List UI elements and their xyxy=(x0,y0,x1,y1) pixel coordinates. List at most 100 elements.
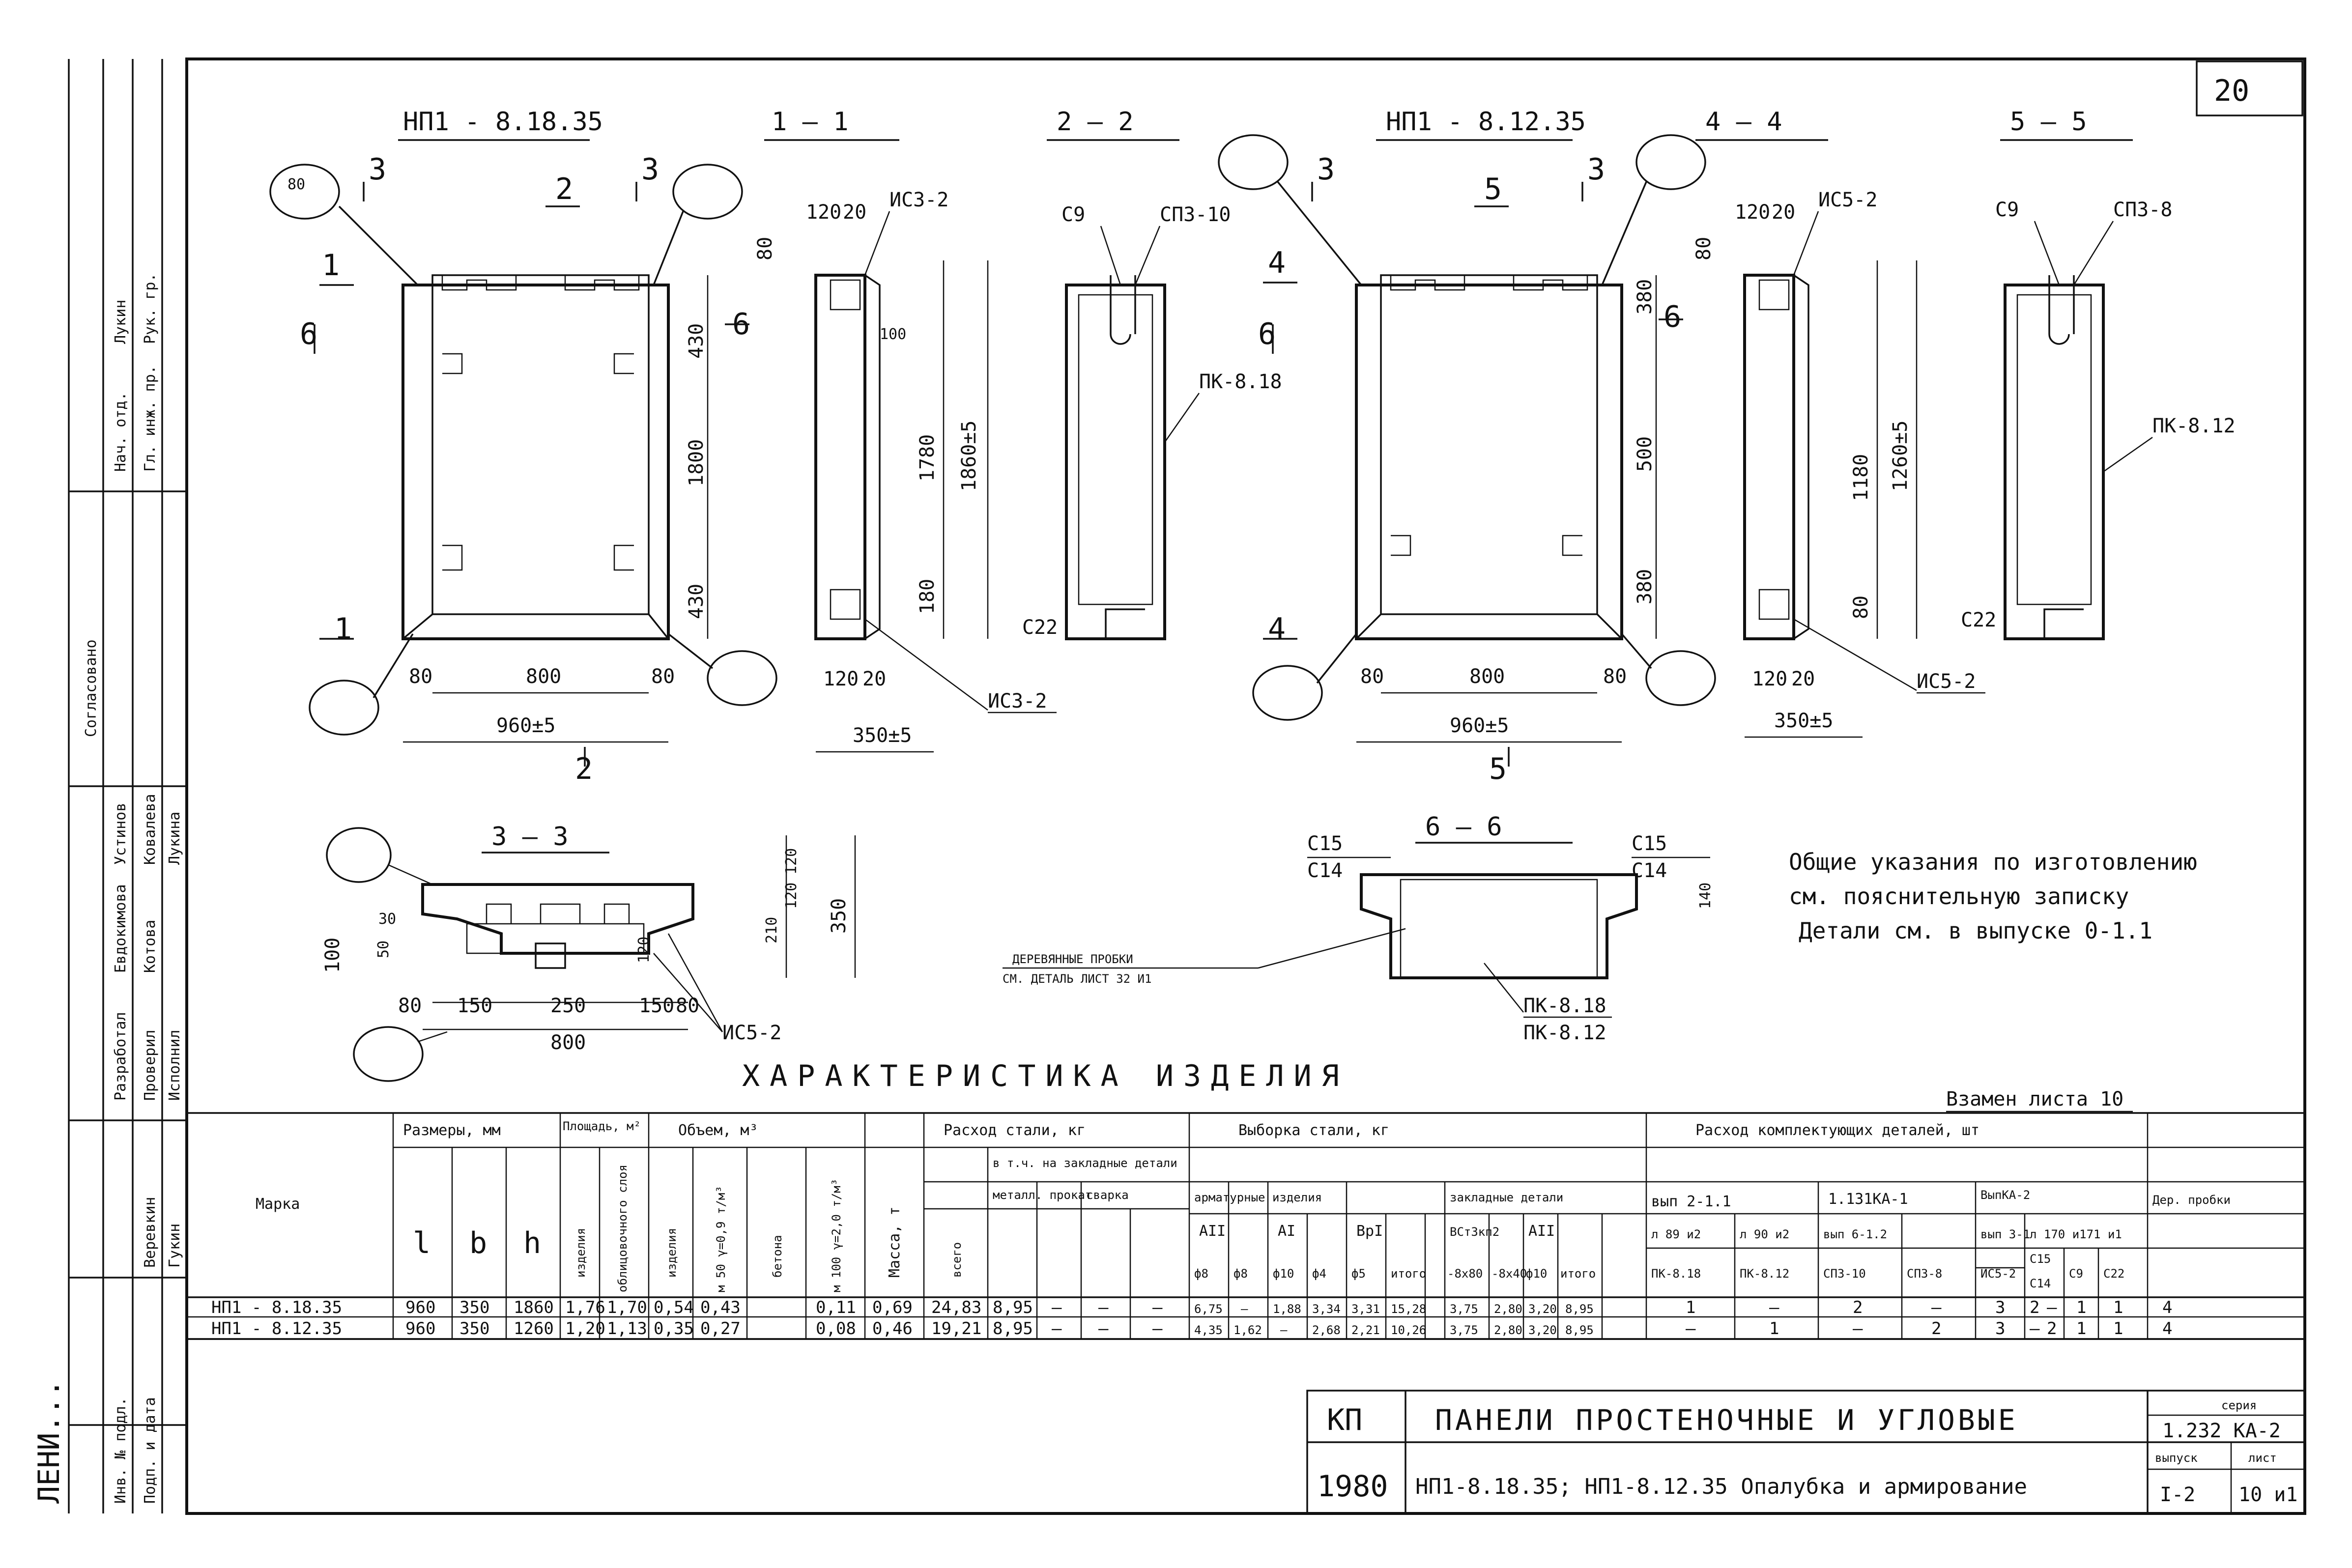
section-title: 5 — 5 xyxy=(2010,107,2087,137)
sheet-frame xyxy=(185,57,2306,1515)
side-stamp-name: Ковалева xyxy=(142,794,159,865)
header-diam: ф8 xyxy=(1194,1267,1208,1281)
cell-r1: 4,35 xyxy=(1194,1323,1223,1337)
cell-d-is: 3 xyxy=(1995,1319,2005,1339)
cell-e-total: 8,95 xyxy=(1565,1302,1594,1316)
header-diam: ф4 xyxy=(1312,1267,1326,1281)
cell-r2: — xyxy=(1241,1302,1248,1316)
sheet-reference: Взамен листа 10 xyxy=(1946,1088,2123,1111)
cell-vol-m100: 0,08 xyxy=(816,1319,856,1339)
cell-steel-b: — xyxy=(1098,1319,1109,1339)
header-detail: ПК-8.18 xyxy=(1651,1267,1701,1281)
cell-e3: 3,20 xyxy=(1528,1323,1557,1337)
cell-e-total: 8,95 xyxy=(1565,1323,1594,1337)
header-diam: ф8 xyxy=(1233,1267,1248,1281)
section-mark: 2 xyxy=(575,752,593,786)
section-3-3: 3 — 3 80 150 250 150 80 800 100 50 30 12… xyxy=(321,822,856,1082)
part-label: ИС3-2 xyxy=(889,189,948,211)
dimension-label: 80 xyxy=(1603,665,1627,688)
dimension-label: 20 xyxy=(1772,201,1795,224)
cell-b: 350 xyxy=(459,1319,489,1339)
cell-h: 1860 xyxy=(514,1298,554,1317)
dimension-label: 120 xyxy=(823,668,859,690)
side-stamp-name: Гукин xyxy=(166,1224,183,1268)
dimension-label: 80 xyxy=(1360,665,1384,688)
characteristics-table: ХАРАКТЕРИСТИКА ИЗДЕЛИЯ Взамен листа 10 xyxy=(186,1059,2306,1340)
cell-d-wood: 4 xyxy=(2162,1298,2172,1317)
header-detail: С9 xyxy=(2069,1267,2083,1281)
header-rebar: арматурные изделия xyxy=(1194,1191,1322,1204)
header-detail: ПК-8.12 xyxy=(1740,1267,1789,1281)
side-stamp-name: Лукин xyxy=(112,300,129,344)
cell-d-sp10: 2 xyxy=(1853,1298,1863,1317)
header-detail: СП3-10 xyxy=(1823,1267,1866,1281)
view-np1-8-12-35: НП1 - 8.12.35 4 4 5 5 3 3 6 6 800 80 80 … xyxy=(1218,107,1716,786)
part-label: С22 xyxy=(1961,609,1996,631)
side-stamp-name: Рук. гр. xyxy=(142,273,159,344)
dimension-label: 20 xyxy=(862,668,886,690)
header-steel-rolled: металл. прокат xyxy=(993,1188,1092,1202)
series-value: 1.232 КА-2 xyxy=(2162,1420,2281,1442)
sheet-number-box: 20 xyxy=(2196,60,2303,116)
cell-steel-emb: 8,95 xyxy=(993,1319,1033,1339)
section-title: 3 — 3 xyxy=(491,822,569,852)
header-steel-sample: Выборка стали, кг xyxy=(1238,1122,1389,1139)
dimension-label: 800 xyxy=(1469,665,1505,688)
drawing-name: ПАНЕЛИ ПРОСТЕНОЧНЫЕ И УГЛОВЫЕ xyxy=(1435,1403,2018,1437)
side-stamp-row: Инв. № подл. xyxy=(112,1397,129,1504)
header-diam: ф10 xyxy=(1526,1267,1547,1281)
general-note: см. пояснительную записку xyxy=(1789,883,2129,910)
cell-d-c22: 1 xyxy=(2113,1319,2123,1339)
general-note: Общие указания по изготовлению xyxy=(1789,849,2197,875)
header-steel-emb: в т.ч. на закладные детали xyxy=(993,1156,1177,1170)
header-vol-m100: м 100 γ=2,0 т/м³ xyxy=(830,1179,843,1292)
side-stamp-name: Котова xyxy=(142,920,159,973)
cell-steel-emb: 8,95 xyxy=(993,1298,1033,1317)
cell-d-c9: 1 xyxy=(2076,1319,2086,1339)
header-release: вып 2-1.1 xyxy=(1651,1193,1731,1210)
dimension-label: 350±5 xyxy=(1774,710,1833,732)
header-release: ВыпКА-2 xyxy=(1980,1188,2030,1202)
dimension-label: 430 xyxy=(685,323,708,359)
cell-l: 960 xyxy=(405,1319,435,1339)
dimension-label: 350 xyxy=(828,898,850,934)
cell-d-pk18: — xyxy=(1686,1319,1696,1339)
cell-vol-item: 0,54 xyxy=(654,1298,694,1317)
table-title: ХАРАКТЕРИСТИКА ИЗДЕЛИЯ xyxy=(742,1059,1349,1093)
part-label: С22 xyxy=(1022,616,1058,639)
section-1-1: 1 — 1 120 20 80 100 1780 1860±5 180 120 … xyxy=(754,107,1057,753)
cell-d-c14: — xyxy=(2047,1298,2057,1317)
cell-l: 960 xyxy=(405,1298,435,1317)
cell-d-wood: 4 xyxy=(2162,1319,2172,1339)
header-release-sub: вып 6-1.2 xyxy=(1823,1227,1887,1241)
header-rebar-class: ВрI xyxy=(1356,1223,1383,1240)
section-6-6: 6 — 6 С15 С14 С15 С14 ПК-8.18 ПК-8.12 14… xyxy=(1003,812,1714,1044)
cell-d-sp8: — xyxy=(1931,1298,1942,1317)
cell-steel-c: — xyxy=(1152,1298,1163,1317)
cell-mass: 0,69 xyxy=(872,1298,913,1317)
part-label: ИС5-2 xyxy=(1818,189,1877,211)
cell-r3: 1,88 xyxy=(1273,1302,1301,1316)
dimension-label: 80 xyxy=(651,665,675,688)
callout-label: 80 xyxy=(287,176,305,193)
header-area-face: облицовочного слоя xyxy=(616,1165,630,1292)
dimension-label: 1800 xyxy=(685,439,708,486)
section-mark: 3 xyxy=(641,152,659,187)
cell-r4: 2,68 xyxy=(1312,1323,1341,1337)
cell-mass: 0,46 xyxy=(872,1319,913,1339)
header-emb-class: ВСт3кп2 xyxy=(1450,1225,1499,1239)
part-label: ПК-8.12 xyxy=(2152,415,2236,437)
header-mass: Масса, т xyxy=(886,1207,903,1278)
cell-d-c22: 1 xyxy=(2113,1298,2123,1317)
cell-e1: 3,75 xyxy=(1450,1302,1478,1316)
cell-r4: 3,34 xyxy=(1312,1302,1341,1316)
cell-marka: НП1 - 8.12.35 xyxy=(211,1319,342,1339)
section-title: 2 — 2 xyxy=(1057,107,1134,137)
general-notes: Общие указания по изготовлению см. поясн… xyxy=(1789,849,2197,944)
section-mark: 6 xyxy=(1664,300,1681,334)
cell-r5: 2,21 xyxy=(1351,1323,1380,1337)
section-mark: 2 xyxy=(555,172,573,206)
dimension-label: 960±5 xyxy=(496,714,555,737)
dimension-label: 80 xyxy=(1692,237,1715,260)
